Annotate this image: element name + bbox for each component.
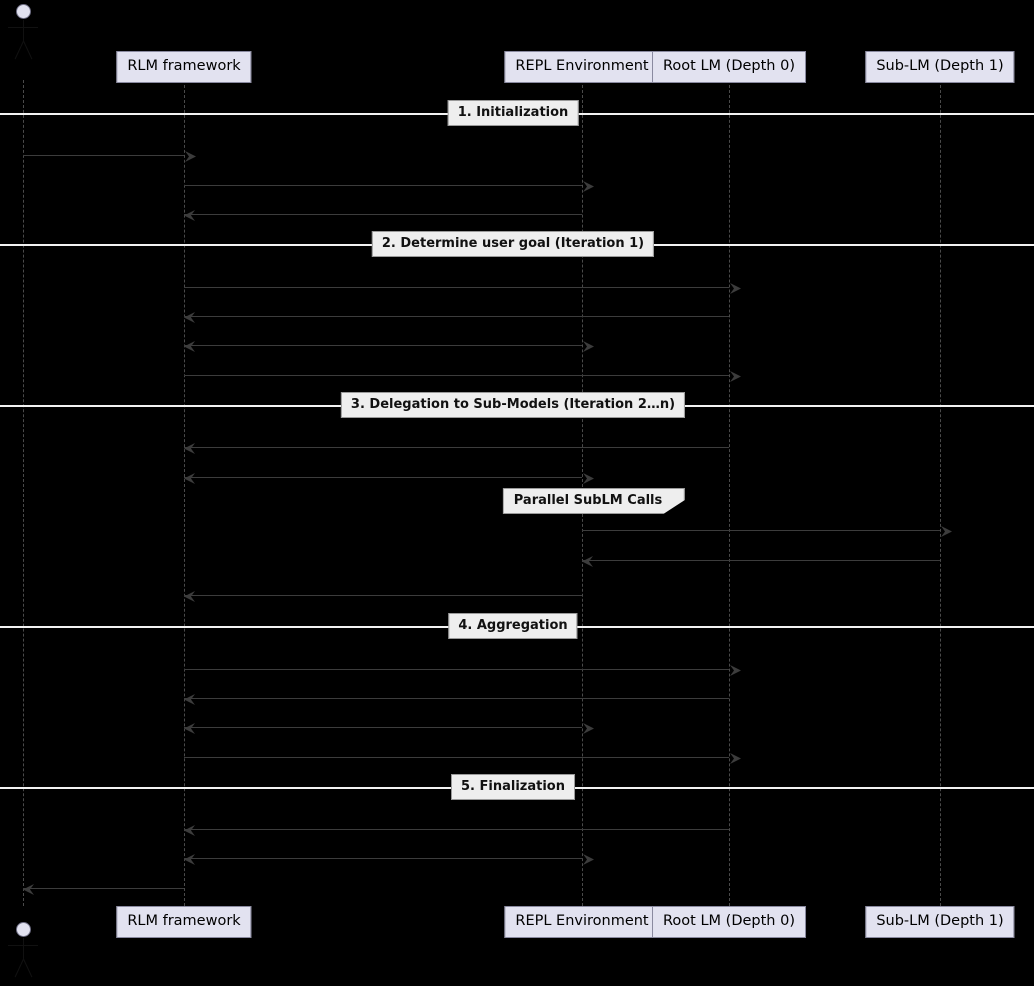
message-m7[interactable] xyxy=(184,371,741,382)
message-m13[interactable] xyxy=(184,665,741,676)
actor-figure-top xyxy=(7,4,39,62)
section-divider-label-s4: 4. Aggregation xyxy=(448,613,578,639)
message-m6[interactable] xyxy=(184,341,594,352)
message-m18[interactable] xyxy=(184,854,594,865)
lifeline-rootlm xyxy=(729,80,730,906)
actor-leg-right xyxy=(23,958,33,978)
message-m14[interactable] xyxy=(184,694,729,705)
message-m8[interactable] xyxy=(184,443,729,454)
message-m19[interactable] xyxy=(23,884,184,895)
message-m2[interactable] xyxy=(184,181,594,192)
participant-rlm-header[interactable]: RLM framework xyxy=(116,51,252,83)
actor-leg-right xyxy=(23,40,33,60)
actor-figure-bottom xyxy=(7,922,39,980)
section-divider-label-s5: 5. Finalization xyxy=(451,774,575,800)
actor-leg-left xyxy=(14,958,24,978)
lifeline-sublm xyxy=(940,80,941,906)
actor-arms xyxy=(8,945,38,946)
participant-sublm-header[interactable]: Sub-LM (Depth 1) xyxy=(865,51,1015,83)
section-divider-label-s1: 1. Initialization xyxy=(447,100,579,126)
actor-spine xyxy=(23,20,24,42)
actor-leg-left xyxy=(14,40,24,60)
section-divider-label-s2: 2. Determine user goal (Iteration 1) xyxy=(371,231,655,257)
message-m9[interactable] xyxy=(184,473,594,484)
message-m3[interactable] xyxy=(184,210,582,221)
participant-rootlm-footer[interactable]: Root LM (Depth 0) xyxy=(652,906,806,938)
participant-repl-footer[interactable]: REPL Environment xyxy=(504,906,660,938)
message-m5[interactable] xyxy=(184,312,729,323)
section-divider-label-s3: 3. Delegation to Sub-Models (Iteration 2… xyxy=(340,392,686,418)
message-m15[interactable] xyxy=(184,723,594,734)
actor-head-icon xyxy=(15,922,31,937)
message-m12[interactable] xyxy=(184,591,582,602)
note-n1: Parallel SubLM Calls xyxy=(502,488,686,514)
actor-head-icon xyxy=(15,4,31,19)
participant-rootlm-header[interactable]: Root LM (Depth 0) xyxy=(652,51,806,83)
message-m4[interactable] xyxy=(184,283,741,294)
participant-repl-header[interactable]: REPL Environment xyxy=(504,51,660,83)
lifeline-actor xyxy=(23,80,24,906)
participant-rlm-footer[interactable]: RLM framework xyxy=(116,906,252,938)
message-m1[interactable] xyxy=(23,151,196,162)
message-m17[interactable] xyxy=(184,825,729,836)
actor-spine xyxy=(23,938,24,960)
actor-arms xyxy=(8,27,38,28)
message-m16[interactable] xyxy=(184,753,741,764)
message-m11[interactable] xyxy=(582,556,940,567)
lifeline-rlm xyxy=(184,80,185,906)
participant-sublm-footer[interactable]: Sub-LM (Depth 1) xyxy=(865,906,1015,938)
message-m10[interactable] xyxy=(582,526,952,537)
